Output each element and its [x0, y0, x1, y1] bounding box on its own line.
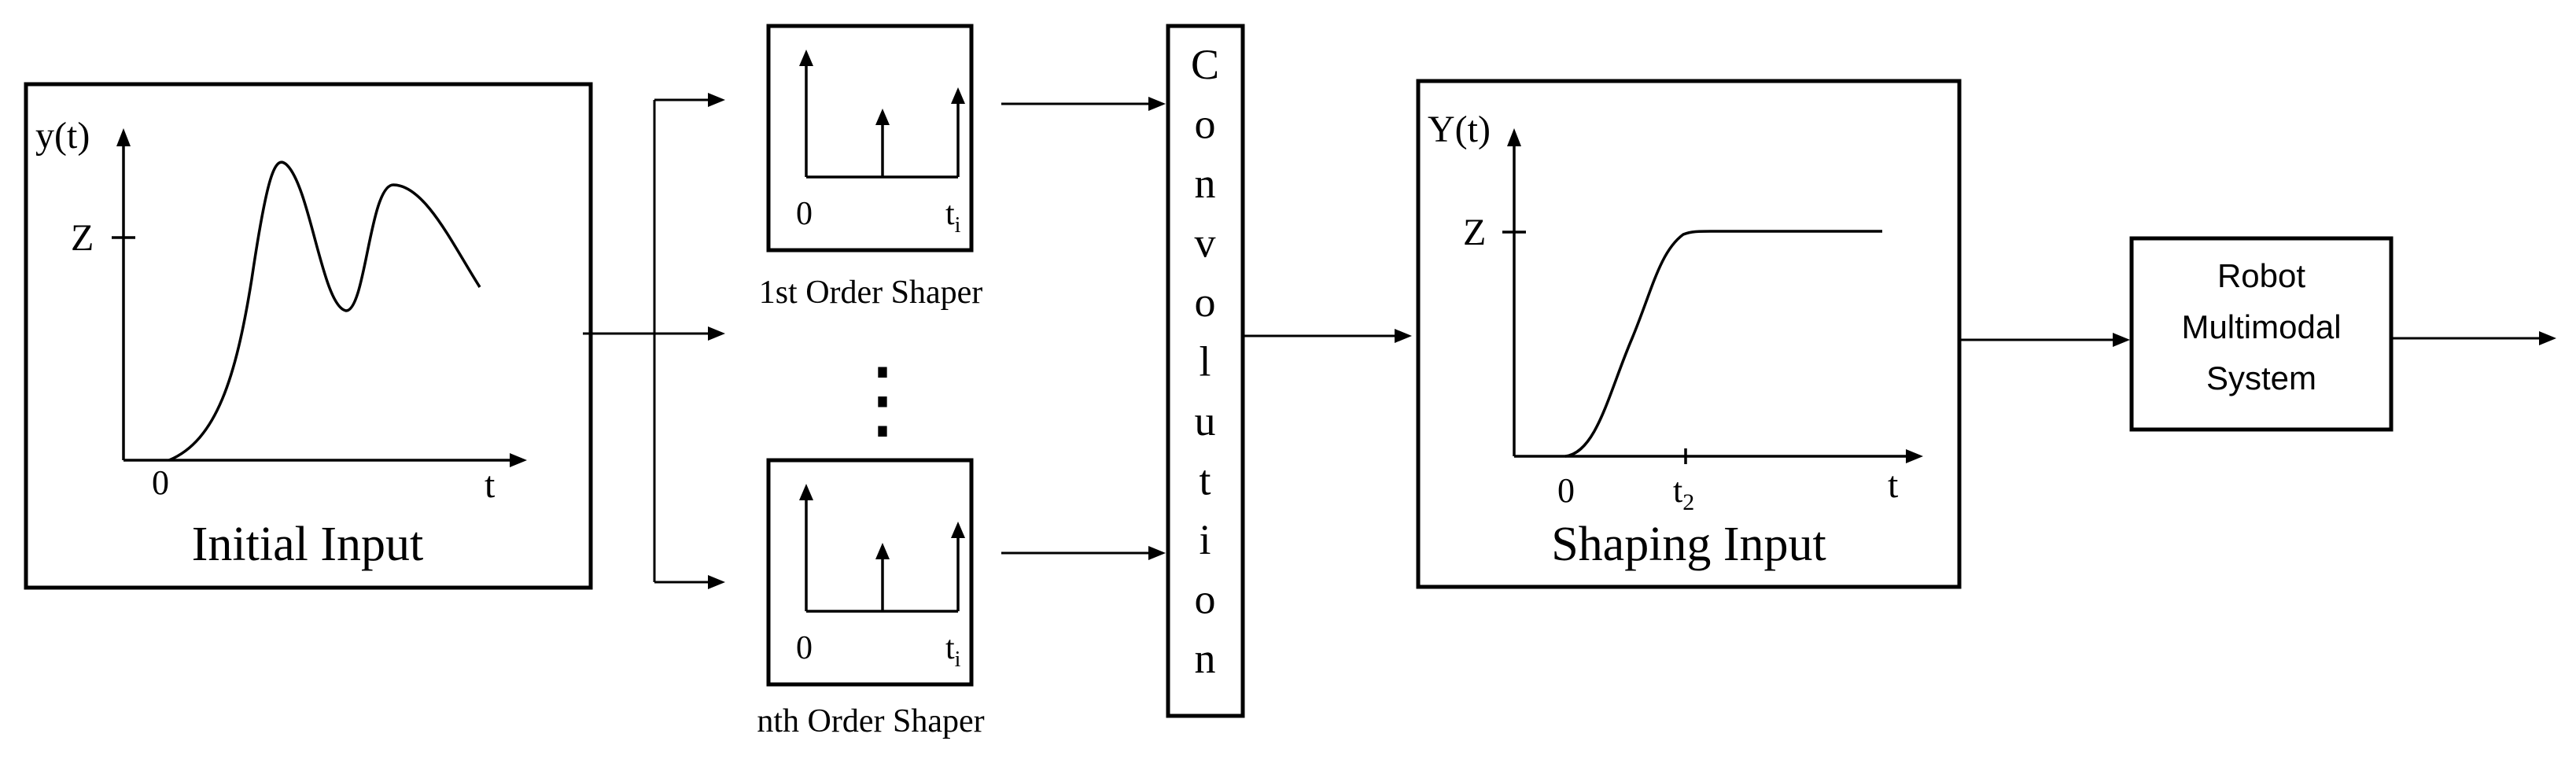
- shaping-input-y-label: Y(t): [1428, 109, 1491, 150]
- first-shaper-time-label: ti: [945, 196, 961, 238]
- shaping-output-arrowhead: [2113, 333, 2130, 347]
- initial-input-block: y(t) Z 0 t Initial Input: [24, 82, 593, 590]
- initial-input-z-label: Z: [71, 217, 94, 259]
- robot-system-line-2: Multimodal: [2181, 308, 2341, 345]
- initial-input-y-arrowhead: [116, 128, 131, 146]
- nth-shaper-impulse-2-arrowhead: [875, 543, 890, 559]
- nth-shaper-output-arrowhead: [1148, 546, 1166, 560]
- first-shaper-impulse-2-arrowhead: [875, 109, 890, 125]
- convolution-letter: o: [1195, 576, 1216, 623]
- shaping-input-block: Y(t) Z 0 t2 t Shaping Input: [1416, 79, 1962, 589]
- initial-input-y-label: y(t): [35, 115, 90, 157]
- nth-shaper-time-label: ti: [945, 630, 961, 672]
- shaping-input-origin-label: 0: [1557, 471, 1575, 510]
- nth-shaper-impulse-3-arrowhead: [951, 522, 965, 538]
- shaping-input-z-label: Z: [1463, 212, 1486, 253]
- shaping-input-x-arrowhead: [1906, 449, 1923, 463]
- nth-shaper-origin-label: 0: [796, 630, 813, 666]
- convolution-letter: l: [1199, 338, 1211, 385]
- convolution-letter: u: [1195, 397, 1216, 444]
- initial-input-origin-label: 0: [152, 463, 169, 502]
- convolution-letter: o: [1195, 101, 1216, 148]
- shaping-input-frame: [1416, 79, 1962, 589]
- initial-input-frame: [24, 82, 593, 590]
- shaping-input-y-arrowhead: [1507, 128, 1521, 146]
- splitter-bottom-arrowhead: [708, 575, 725, 589]
- shaping-input-t2-label: t2: [1673, 471, 1694, 515]
- nth-order-shaper: 0 ti nth Order Shaper: [757, 458, 985, 739]
- shaping-input-title: Shaping Input: [1551, 518, 1826, 571]
- splitter-connectors: [583, 93, 725, 589]
- nth-shaper-impulse-1-arrowhead: [799, 484, 813, 500]
- initial-input-curve: [168, 160, 481, 462]
- convolution-frame: [1166, 24, 1245, 718]
- initial-input-title: Initial Input: [192, 518, 423, 571]
- shaper-to-convolution-connectors: [1001, 97, 1166, 560]
- convolution-output-arrowhead: [1395, 329, 1412, 343]
- robot-output-arrowhead: [2539, 331, 2556, 345]
- robot-system-line-3: System: [2206, 360, 2316, 396]
- convolution-letter: o: [1195, 278, 1216, 326]
- convolution-letter: i: [1199, 516, 1211, 563]
- robot-system-line-1: Robot: [2217, 257, 2305, 294]
- robot-system-block: Robot Multimodal System: [2129, 236, 2394, 432]
- shaper-ellipsis: ⋮: [839, 352, 926, 448]
- splitter-top-arrowhead: [708, 93, 725, 107]
- convolution-letter: n: [1195, 635, 1216, 682]
- first-shaper-impulse-1-arrowhead: [799, 50, 813, 66]
- nth-shaper-caption: nth Order Shaper: [757, 703, 984, 739]
- convolution-letter: v: [1195, 219, 1216, 267]
- first-shaper-impulse-3-arrowhead: [951, 87, 965, 104]
- first-order-shaper: 0 ti 1st Order Shaper: [759, 24, 983, 311]
- first-shaper-caption: 1st Order Shaper: [759, 275, 983, 311]
- shaping-input-x-label: t: [1888, 464, 1899, 506]
- convolution-letter: t: [1199, 457, 1211, 504]
- first-shaper-output-arrowhead: [1148, 97, 1166, 111]
- shaping-input-curve: [1564, 230, 1882, 458]
- robot-system-frame: [2129, 236, 2394, 432]
- initial-input-x-label: t: [485, 464, 496, 506]
- convolution-letter: n: [1195, 160, 1216, 207]
- first-shaper-origin-label: 0: [796, 196, 813, 232]
- initial-input-x-arrowhead: [510, 453, 527, 467]
- convolution-letter: C: [1191, 41, 1219, 88]
- splitter-middle-arrowhead: [708, 326, 725, 341]
